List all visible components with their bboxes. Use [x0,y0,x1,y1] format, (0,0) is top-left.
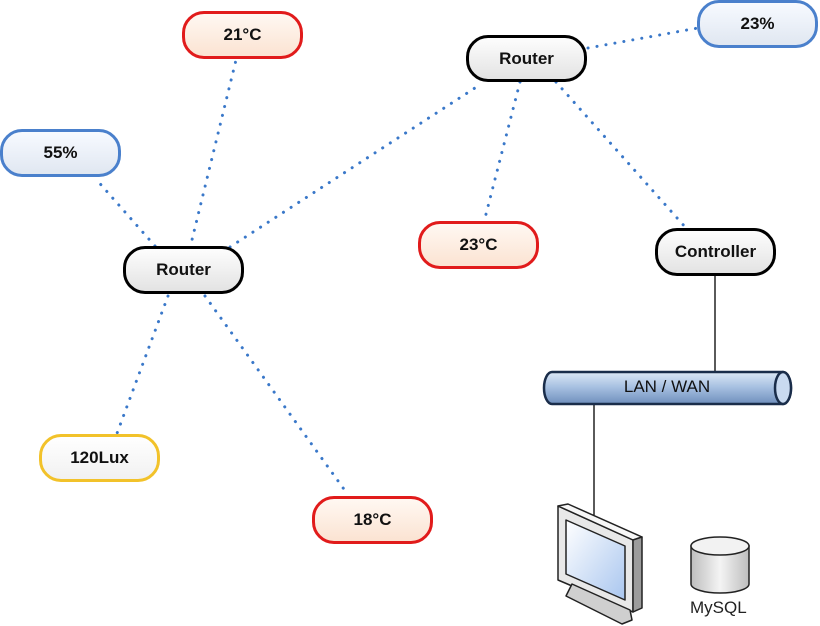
light-sensor[interactable]: 120Lux [39,434,160,482]
link-router-left-to-light [114,294,170,438]
database-icon [690,536,750,594]
link-router-left-to-humidity-left [93,176,157,248]
humidity-sensor-left[interactable]: 55% [0,129,121,177]
controller-node[interactable]: Controller [655,228,776,276]
link-router-top-to-humidity-top [586,26,700,50]
mysql-label: MySQL [690,598,747,617]
link-router-top-to-temp-mid [482,80,522,224]
router-top-node[interactable]: Router [466,35,587,82]
temperature-sensor-top[interactable]: 21°C [182,11,303,59]
link-router-left-to-temp-top [188,58,238,250]
link-router-left-to-router-top [228,84,480,249]
humidity-sensor-top[interactable]: 23% [697,0,818,48]
temperature-sensor-bottom[interactable]: 18°C [312,496,433,544]
monitor-icon [557,503,643,625]
router-left-node[interactable]: Router [123,246,244,294]
lan-wan-bus [542,370,793,406]
link-router-left-to-temp-bottom [203,294,348,494]
temperature-sensor-mid[interactable]: 23°C [418,221,539,269]
lan-wan-label: LAN / WAN [623,377,711,396]
link-router-top-to-controller [554,80,688,230]
